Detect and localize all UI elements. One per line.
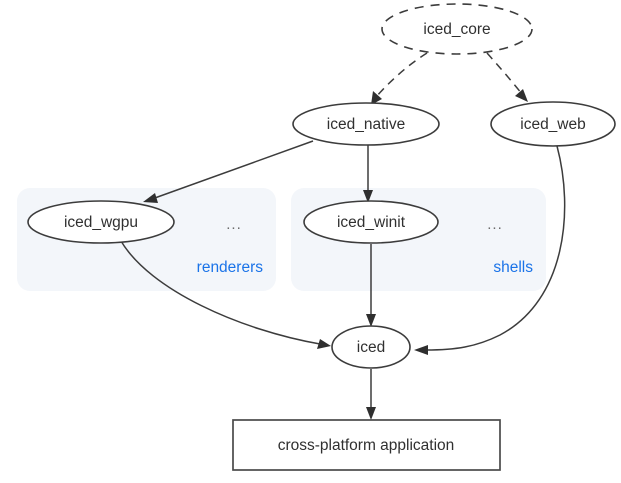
node-iced-web-label: iced_web [520, 116, 586, 133]
node-iced-core-shape[interactable] [381, 3, 533, 55]
node-application-shape[interactable] [232, 419, 501, 471]
edge-iced-core-to-iced-web [486, 52, 528, 102]
node-iced-core[interactable]: iced_core [381, 3, 533, 55]
edge-iced-to-application [366, 369, 376, 420]
cluster-renderers-label: renderers [197, 259, 264, 276]
renderers-more-label: ... [226, 216, 242, 233]
edge-iced-native-to-iced-winit [363, 145, 373, 203]
arrow-head-icon [515, 89, 528, 102]
arrow-head-icon [366, 314, 376, 327]
arrow-head-icon [363, 190, 373, 203]
node-application-label: cross-platform application [278, 437, 455, 454]
node-iced-web[interactable]: iced_web [490, 101, 616, 147]
edge-iced-core-to-iced-native [371, 52, 428, 105]
node-iced-winit[interactable]: iced_winit [303, 200, 439, 244]
node-iced-winit-shape[interactable] [303, 200, 439, 244]
edge-line [120, 240, 321, 345]
cluster-shells-label: shells [493, 259, 533, 276]
node-iced-native-label: iced_native [327, 116, 405, 133]
edge-line [486, 52, 523, 95]
node-iced-label: iced [357, 339, 385, 356]
arrow-head-icon [317, 339, 331, 349]
arrow-head-icon [414, 345, 428, 355]
node-iced-winit-label: iced_winit [337, 214, 406, 231]
node-iced-wgpu-label: iced_wgpu [64, 214, 138, 231]
edge-iced-web-to-iced [414, 145, 566, 355]
arrow-head-icon [371, 91, 382, 105]
node-iced-core-label: iced_core [423, 21, 490, 38]
node-iced-native-shape[interactable] [292, 102, 440, 146]
edge-line [425, 145, 566, 351]
node-iced-native[interactable]: iced_native [292, 102, 440, 146]
edge-line [375, 52, 428, 98]
node-iced[interactable]: iced [331, 325, 411, 369]
node-iced-wgpu[interactable]: iced_wgpu [27, 200, 175, 244]
edge-iced-native-to-iced-wgpu [143, 140, 314, 203]
node-iced-web-shape[interactable] [490, 101, 616, 147]
arrow-head-icon [366, 407, 376, 420]
node-iced-shape[interactable] [331, 325, 411, 369]
shells-more-label: ... [487, 216, 503, 233]
node-iced-wgpu-shape[interactable] [27, 200, 175, 244]
node-application[interactable]: cross-platform application [232, 419, 501, 471]
edge-iced-wgpu-to-iced [120, 240, 331, 349]
cluster-renderers: renderers [17, 188, 276, 291]
edge-line [151, 140, 314, 200]
edge-iced-winit-to-iced [366, 244, 376, 327]
cluster-shells: shells [291, 188, 546, 291]
arrow-head-icon [143, 193, 158, 203]
